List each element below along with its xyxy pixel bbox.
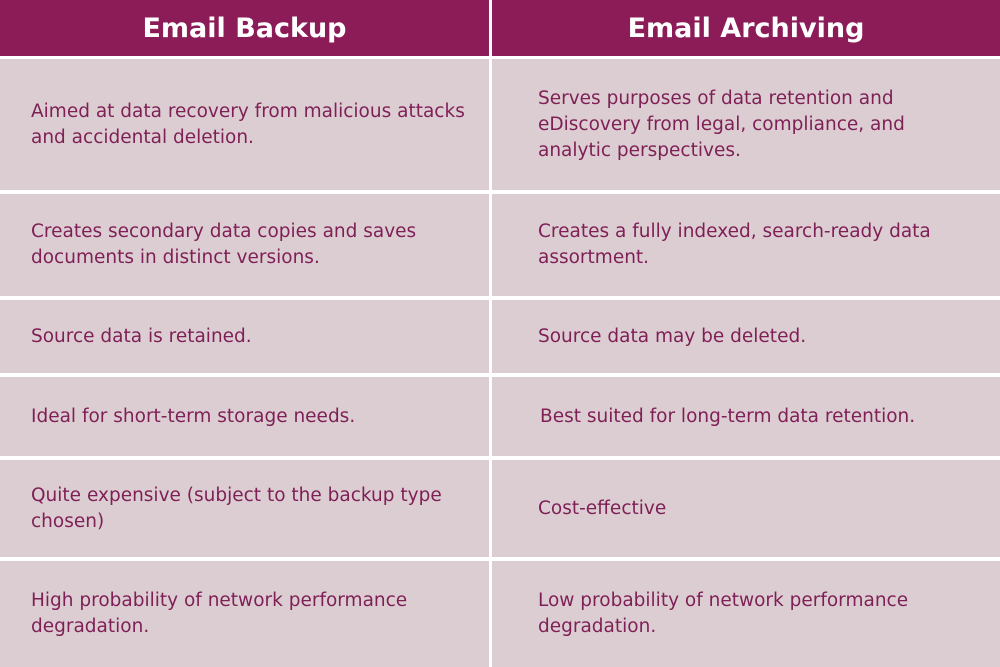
archiving-cell-purpose: Serves purposes of data retention and eD… [492, 59, 1000, 190]
archiving-cell-cost: Cost-effective [492, 460, 1000, 557]
backup-cell-source-data: Source data is retained. [0, 300, 489, 373]
backup-cell-purpose: Aimed at data recovery from malicious at… [0, 59, 489, 190]
archiving-cell-storage-term: Best suited for long-term data retention… [492, 377, 1000, 456]
header-email-archiving: Email Archiving [492, 0, 1000, 56]
backup-cell-cost: Quite expensive (subject to the backup t… [0, 460, 489, 557]
header-email-backup: Email Backup [0, 0, 489, 56]
backup-cell-copies: Creates secondary data copies and saves … [0, 194, 489, 296]
backup-cell-network: High probability of network performance … [0, 561, 489, 667]
backup-cell-storage-term: Ideal for short-term storage needs. [0, 377, 489, 456]
archiving-cell-copies: Creates a fully indexed, search-ready da… [492, 194, 1000, 296]
archiving-cell-network: Low probability of network performance d… [492, 561, 1000, 667]
archiving-cell-source-data: Source data may be deleted. [492, 300, 1000, 373]
